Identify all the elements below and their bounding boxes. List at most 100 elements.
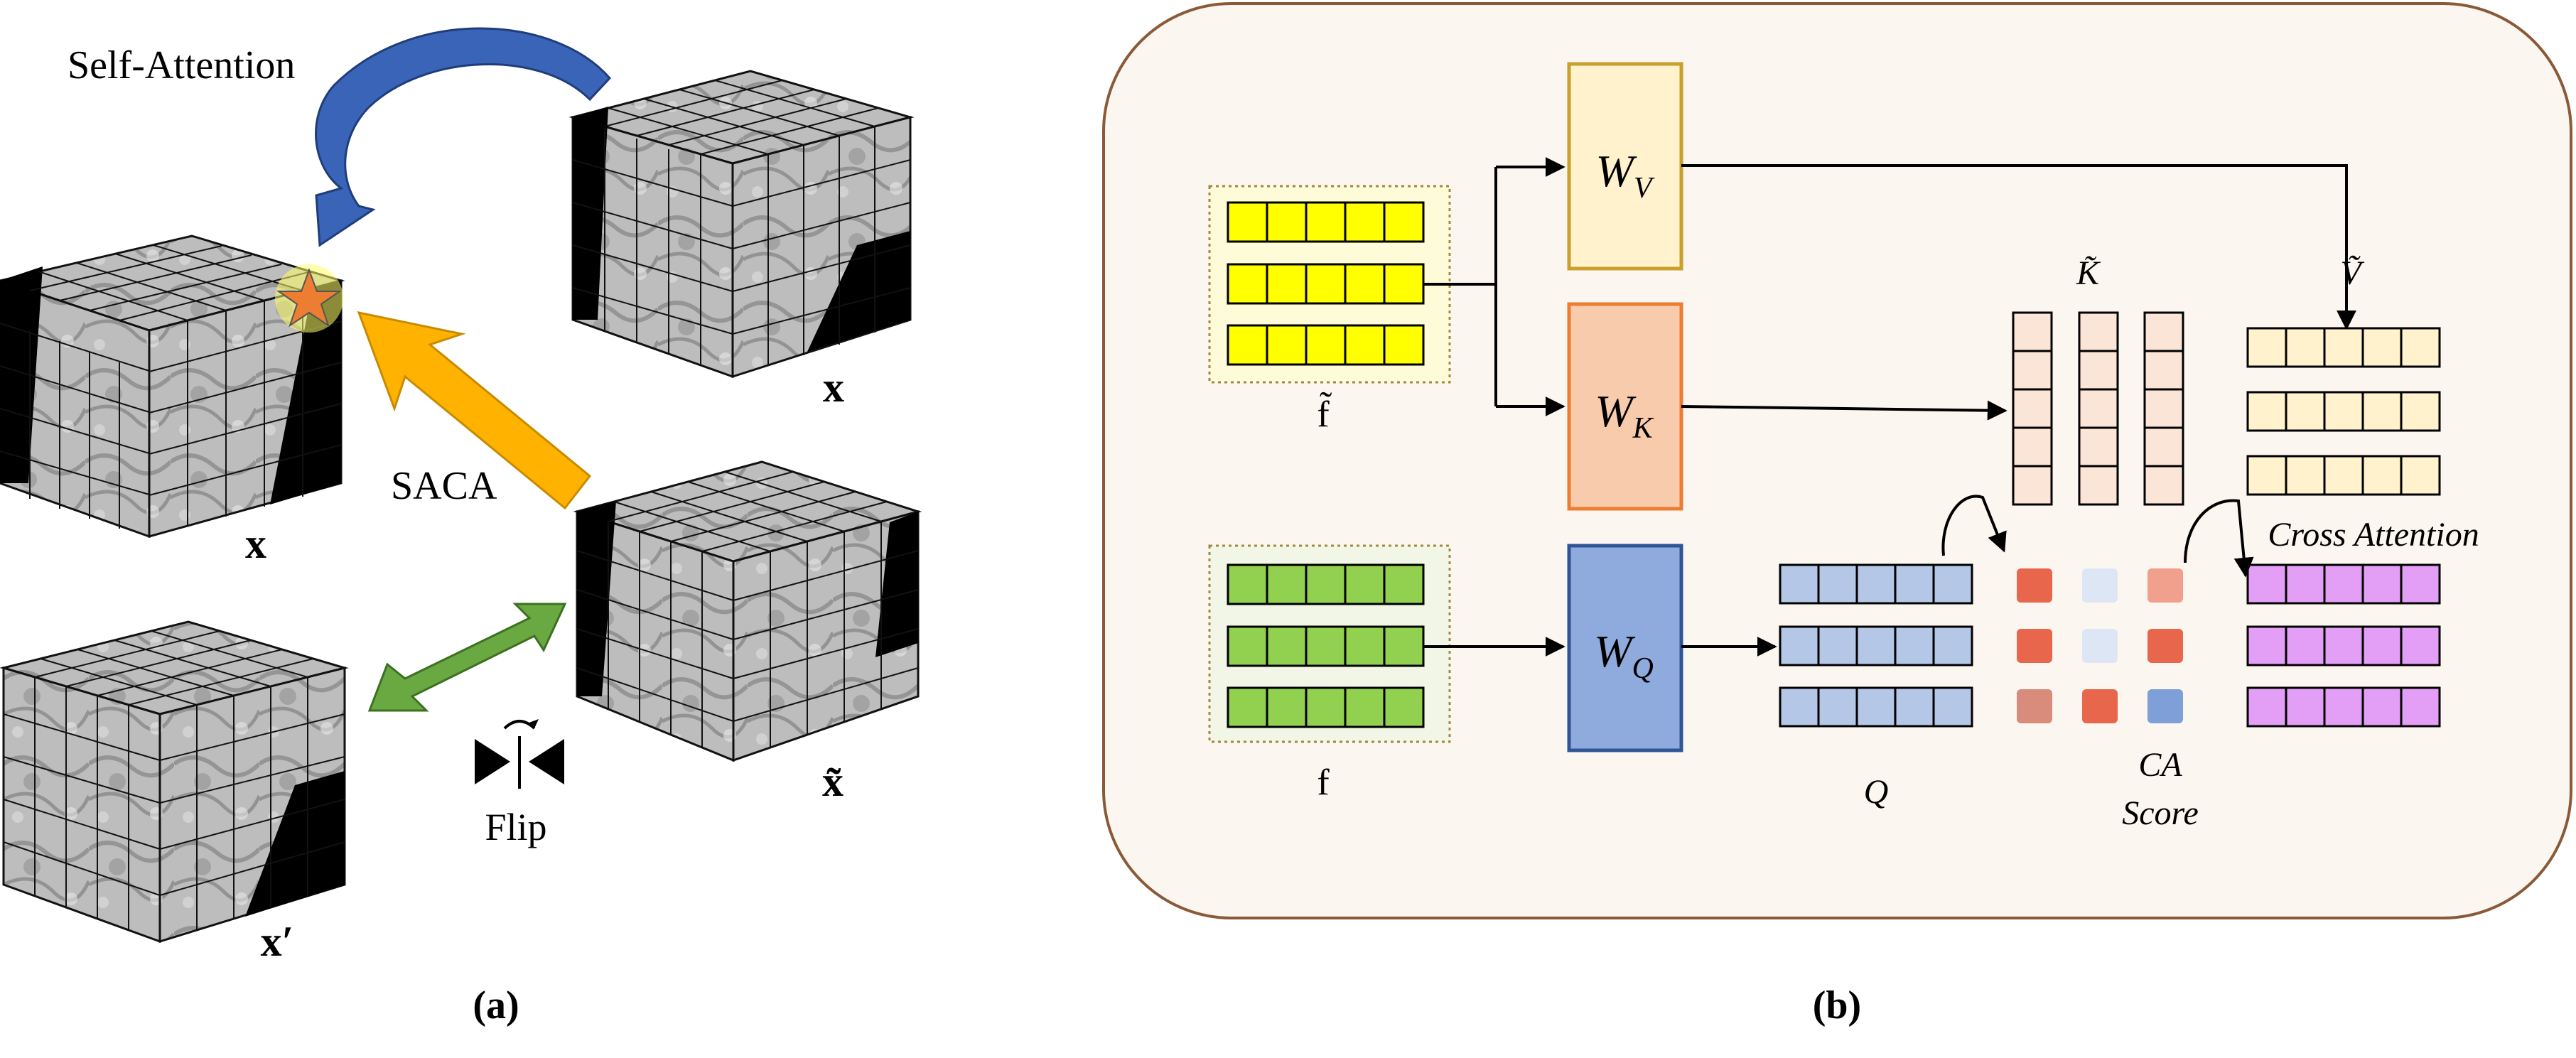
q-cell	[1855, 625, 1897, 666]
ca-score-cell	[2082, 568, 2118, 603]
f-cell	[1383, 686, 1425, 728]
output-cell	[2323, 625, 2364, 666]
cube-x-prime: x′	[0, 620, 349, 965]
panel-b: f̃ f WV WK WQ	[1102, 2, 2572, 1027]
v-tilde-cell	[2285, 327, 2326, 368]
cross-attn-curved-arrow	[2184, 499, 2254, 578]
k-tilde-cell	[2012, 388, 2053, 429]
f-tilde-cell	[1266, 324, 1308, 366]
f-tilde-cell	[1383, 324, 1425, 366]
q-cell	[1894, 625, 1935, 666]
k-tilde-cell	[2012, 465, 2053, 506]
v-tilde-cell	[2323, 327, 2364, 368]
output-cell	[2246, 686, 2287, 728]
output-cell	[2361, 563, 2403, 605]
k-tilde-cell	[2012, 311, 2053, 352]
v-tilde-cell	[2361, 455, 2403, 496]
f-tilde-cell	[1227, 201, 1268, 243]
f-tilde-connectors	[1423, 157, 1565, 416]
panel-b-frame	[1102, 2, 2572, 919]
svg-text:WV: WV	[1596, 146, 1655, 205]
cube-x-main: x	[0, 234, 345, 567]
q-cell	[1932, 686, 1973, 728]
f-tilde-cell	[1305, 263, 1347, 305]
f-cell	[1227, 686, 1268, 728]
f-tilde-cell	[1266, 201, 1308, 243]
v-tilde-cell	[2323, 391, 2364, 432]
f-cell	[1383, 625, 1425, 667]
cube-x-prime-label: x′	[261, 918, 294, 965]
q-cell	[1817, 563, 1858, 605]
k-tilde-cell	[2012, 426, 2053, 468]
v-tilde-cell	[2361, 391, 2403, 432]
f-tilde-block: f̃	[1208, 185, 1451, 435]
ca-score-cell	[2017, 568, 2052, 603]
q-cell	[1894, 686, 1935, 728]
caption-a: (a)	[473, 983, 519, 1027]
ca-score-cell	[2082, 629, 2118, 663]
ca-score-cell	[2147, 629, 2183, 663]
k-tilde-label: K̃	[2076, 254, 2101, 292]
f-cell	[1227, 563, 1268, 605]
wk-box: WK	[1567, 302, 1683, 511]
ca-score-line1: CA	[2138, 746, 2182, 784]
f-tilde-cell	[1227, 324, 1268, 366]
output-cell	[2361, 686, 2403, 728]
k-tilde-cell	[2143, 426, 2184, 468]
v-tilde-rows	[2246, 327, 2441, 496]
ca-score-cell	[2017, 629, 2052, 663]
q-cell	[1817, 625, 1858, 666]
wv-box: WV	[1567, 62, 1683, 271]
q-cell	[1817, 686, 1858, 728]
w-output-arrows	[1681, 164, 2356, 657]
saca-arrow	[357, 311, 592, 510]
q-cell	[1779, 686, 1820, 728]
cube-x-tilde-label: x̃	[822, 758, 844, 805]
output-rows	[2246, 563, 2441, 728]
v-tilde-label: Ṽ	[2340, 254, 2364, 292]
output-cell	[2246, 625, 2287, 666]
output-cell	[2361, 625, 2403, 666]
v-tilde-cell	[2246, 327, 2287, 368]
f-label: f	[1317, 762, 1330, 803]
cube-x-label: x	[245, 520, 266, 567]
flip-label: Flip	[485, 806, 546, 848]
v-tilde-cell	[2400, 455, 2441, 496]
q-rows	[1779, 563, 1973, 728]
f-cell	[1344, 625, 1386, 667]
q-cell	[1894, 563, 1935, 605]
svg-text:WK: WK	[1595, 386, 1654, 445]
output-cell	[2400, 625, 2441, 666]
v-tilde-cell	[2285, 391, 2326, 432]
f-cells	[1227, 563, 1425, 728]
f-cell	[1227, 625, 1268, 667]
output-cell	[2285, 563, 2326, 605]
k-tilde-cell	[2012, 350, 2053, 391]
ca-score-cell	[2147, 568, 2183, 603]
wk-main: W	[1595, 386, 1637, 436]
self-attention-label: Self-Attention	[68, 43, 295, 87]
ca-score-cell	[2082, 689, 2118, 723]
f-cell	[1305, 686, 1347, 728]
k-tilde-cell	[2143, 311, 2184, 352]
q-cell	[1932, 625, 1973, 666]
v-tilde-cell	[2400, 391, 2441, 432]
output-cell	[2323, 686, 2364, 728]
f-cell	[1266, 625, 1308, 667]
output-cell	[2285, 625, 2326, 666]
k-tilde-cell	[2078, 388, 2119, 429]
k-tilde-cell	[2078, 465, 2119, 506]
f-tilde-label: f̃	[1317, 392, 1332, 435]
v-tilde-cell	[2285, 455, 2326, 496]
v-tilde-cell	[2246, 391, 2287, 432]
f-tilde-cell	[1266, 263, 1308, 305]
f-tilde-cells	[1227, 201, 1425, 366]
f-tilde-cell	[1344, 263, 1386, 305]
output-cell	[2400, 563, 2441, 605]
f-cell	[1266, 686, 1308, 728]
caption-b: (b)	[1813, 983, 1861, 1027]
score-curved-arrow	[1941, 495, 2007, 556]
output-cell	[2323, 563, 2364, 605]
k-tilde-cell	[2143, 388, 2184, 429]
